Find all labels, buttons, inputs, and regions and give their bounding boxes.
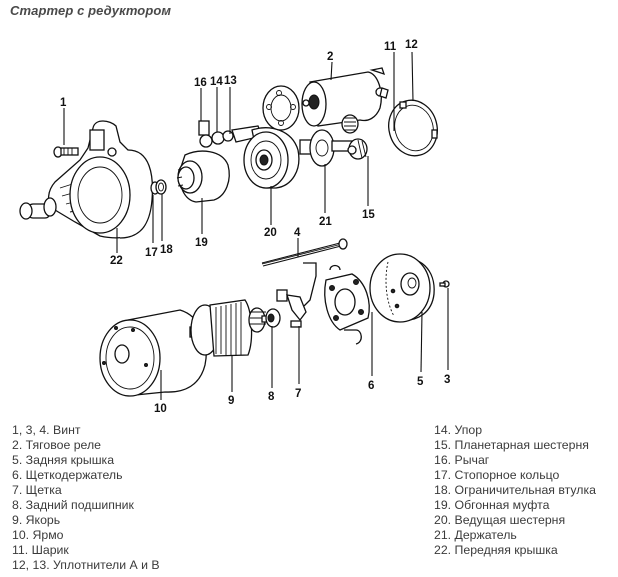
callout-2: 2 <box>327 51 333 63</box>
part-holder-planetary-gears <box>299 114 368 167</box>
legend-item: 18. Ограничительная втулка <box>434 483 596 498</box>
callout-20: 20 <box>264 227 277 239</box>
part-drive-gear <box>243 127 300 189</box>
legend-item: 1, 3, 4. Винт <box>12 423 81 437</box>
legend-item: 11. Шарик <box>12 543 69 558</box>
legend-item: 7. Щетка <box>12 483 62 498</box>
callout-10: 10 <box>154 403 167 415</box>
callout-5: 5 <box>417 376 424 388</box>
callout-9: 9 <box>228 395 234 407</box>
legend-item: 19. Обгонная муфта <box>434 498 550 513</box>
legend-item: 22. Передняя крышка <box>434 543 558 558</box>
callout-6: 6 <box>368 380 374 392</box>
callout-4: 4 <box>294 227 301 239</box>
callout-22: 22 <box>110 255 123 267</box>
legend-item: 16. Рычаг <box>434 453 490 468</box>
part-screw-1 <box>53 146 79 158</box>
legend-item: 17. Стопорное кольцо <box>434 468 560 483</box>
callout-16: 16 <box>194 77 207 89</box>
parts-legend-left: 1, 3, 4. Винт 2. Тяговое реле 5. Задняя … <box>12 423 160 573</box>
callout-8: 8 <box>268 391 275 403</box>
callout-19: 19 <box>195 237 208 249</box>
page-title: Стартер с редуктором <box>10 3 172 18</box>
part-snap-ring-stop-collar <box>150 179 167 195</box>
legend-item: 6. Щеткодержатель <box>12 468 123 483</box>
part-gasket-plate <box>262 85 300 131</box>
callout-21: 21 <box>319 216 332 228</box>
callout-3: 3 <box>444 374 450 386</box>
callout-18: 18 <box>160 244 173 256</box>
legend-item: 2. Тяговое реле <box>12 438 101 453</box>
legend-item: 14. Упор <box>434 423 483 437</box>
callout-15: 15 <box>362 209 375 221</box>
callout-17: 17 <box>145 247 158 259</box>
part-armature <box>189 299 271 357</box>
callout-labels: 1 2 3 4 5 6 7 8 9 10 11 12 13 14 15 16 1… <box>60 39 450 415</box>
callout-14: 14 <box>210 76 223 88</box>
callout-1: 1 <box>60 97 67 109</box>
parts-legend-right: 14. Упор 15. Планетарная шестерня 16. Ры… <box>434 423 596 558</box>
part-front-cover <box>19 120 154 239</box>
legend-item: 20. Ведущая шестерня <box>434 513 566 528</box>
legend-item: 12, 13. Уплотнители А и В <box>12 558 160 573</box>
legend-item: 15. Планетарная шестерня <box>434 438 589 453</box>
legend-item: 8. Задний подшипник <box>12 498 134 513</box>
part-through-bolt <box>261 238 348 267</box>
part-magnetic-switch <box>301 67 389 127</box>
part-screw-3 <box>439 280 450 288</box>
part-brush <box>276 262 317 328</box>
legend-item: 21. Держатель <box>434 528 517 543</box>
callout-7: 7 <box>295 388 301 400</box>
callout-13: 13 <box>224 75 237 87</box>
starter-exploded-diagram: 1 2 3 4 5 6 7 8 9 10 11 12 13 14 15 16 1… <box>0 22 618 422</box>
part-seal-ring <box>388 99 438 157</box>
part-brush-holder <box>324 264 370 345</box>
legend-item: 10. Ярмо <box>12 528 64 543</box>
leader-lines <box>63 51 449 400</box>
part-yoke <box>99 309 207 397</box>
legend-item: 5. Задняя крышка <box>12 453 115 468</box>
legend-item: 9. Якорь <box>12 513 61 528</box>
part-rear-bearing <box>265 308 281 328</box>
part-rear-cover <box>369 253 435 323</box>
callout-12: 12 <box>405 39 418 51</box>
callout-11: 11 <box>384 41 397 53</box>
part-overrunning-clutch <box>176 150 230 203</box>
